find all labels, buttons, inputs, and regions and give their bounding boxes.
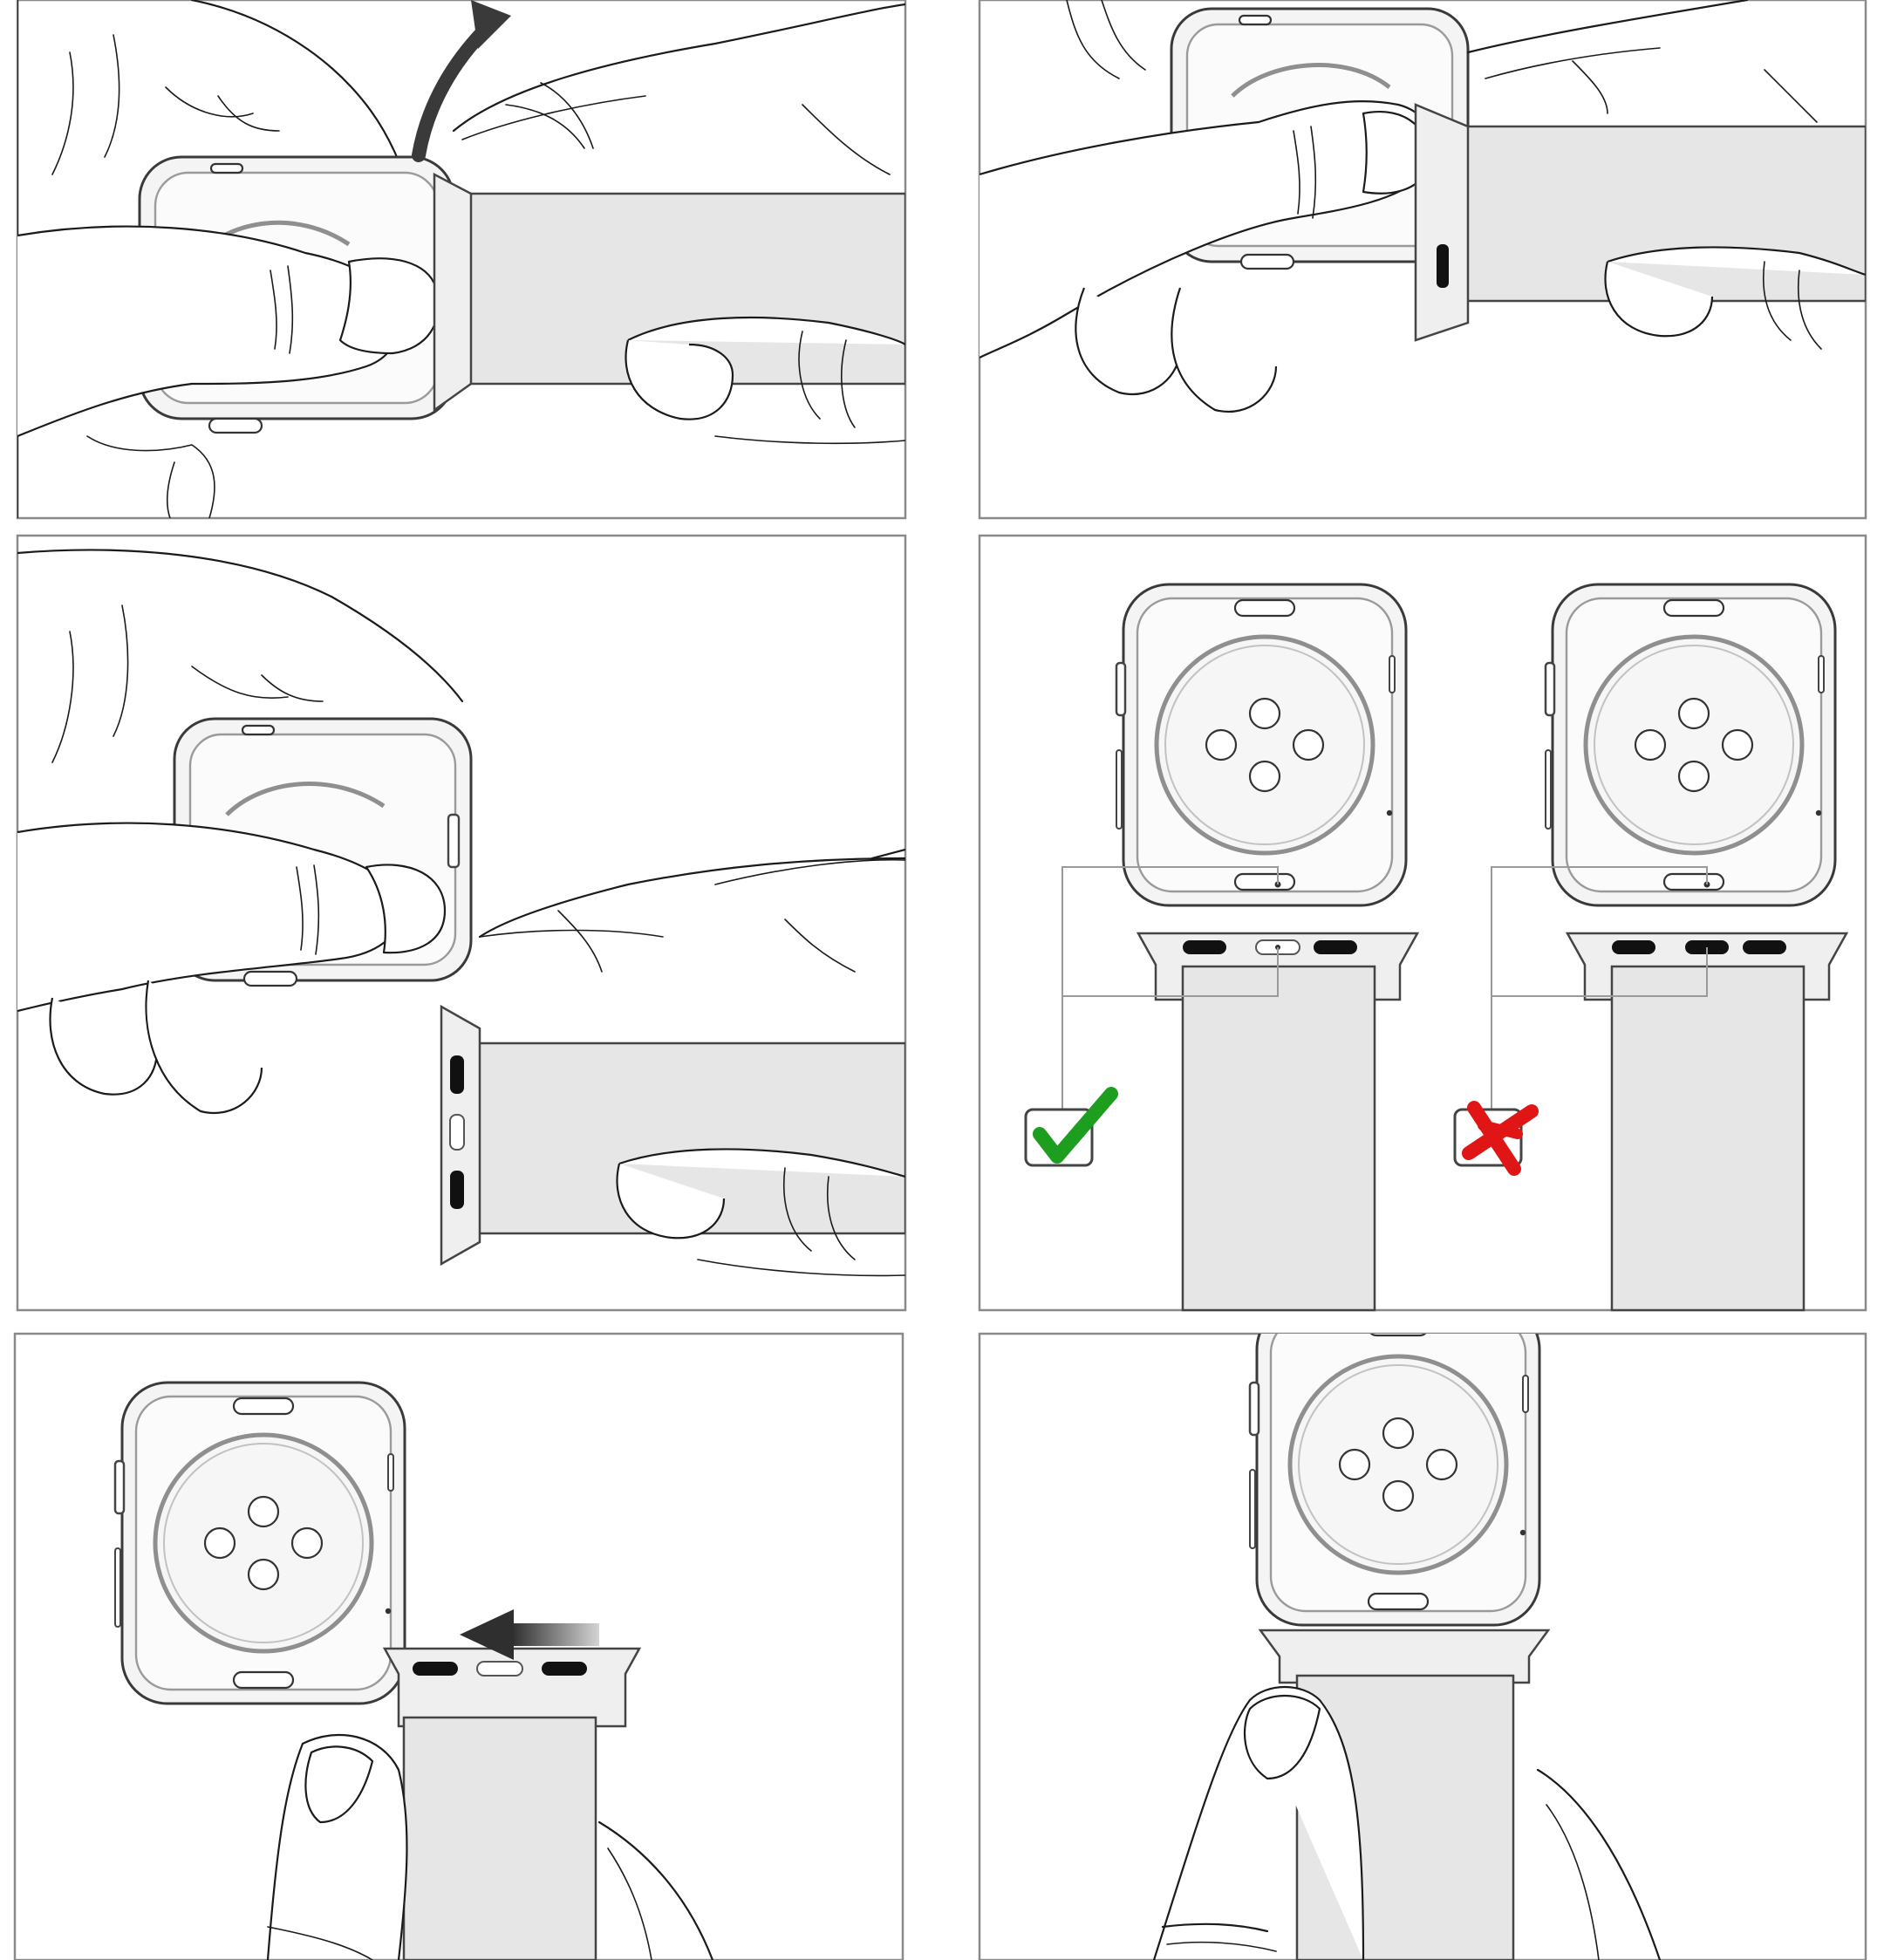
release-slot (449, 1114, 465, 1151)
watch-back (1250, 1304, 1539, 1625)
correct-orientation (1024, 584, 1419, 1312)
strap (433, 172, 905, 413)
connector (382, 1647, 642, 1728)
wrong-orientation (1453, 584, 1848, 1312)
hand-outline (17, 549, 464, 703)
pin-bottom (450, 1171, 464, 1209)
step-3-panel (16, 534, 907, 1312)
up-arrow (412, 19, 495, 162)
red-x-icon (1462, 1101, 1539, 1176)
checkbox (1024, 1108, 1094, 1167)
left-arrow-icon (460, 1609, 599, 1660)
watch-back (115, 1383, 405, 1704)
step-2-panel (978, 0, 1867, 520)
green-check-icon (1033, 1087, 1118, 1164)
step-4-panel (978, 534, 1867, 1312)
strap (1414, 103, 1866, 342)
step-1-panel (16, 0, 907, 520)
strap (1181, 965, 1376, 1312)
strap (1610, 965, 1806, 1312)
pin-top (450, 1055, 464, 1094)
strap (402, 1716, 597, 1960)
step-6-panel (978, 1304, 1867, 1960)
step-5-panel (13, 1332, 904, 1960)
connector (1258, 1629, 1551, 1684)
